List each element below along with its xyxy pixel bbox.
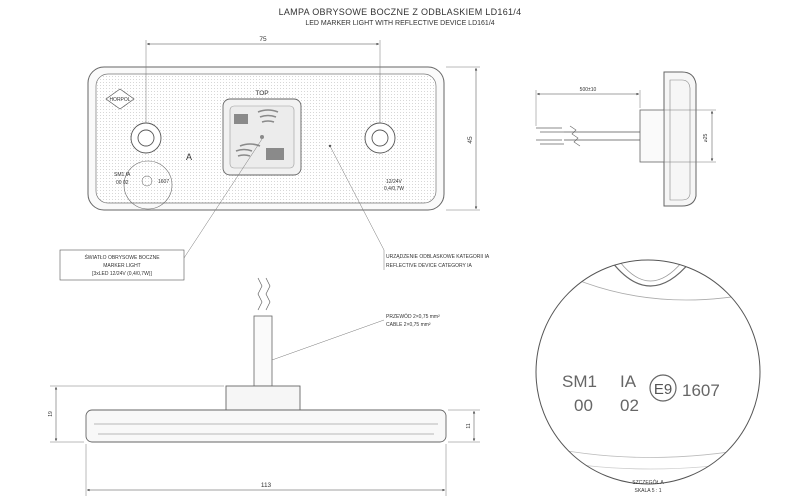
bottom-view: PRZEWÓD 2×0,75 mm² CABLE 2×0,75 mm² 113 …: [48, 277, 480, 496]
mounting-hole-right: [364, 122, 396, 154]
dim-diameter: ⌀25: [703, 133, 709, 142]
front-view: TOP HORPOL A SM1 IA 00 02 1607 12/24V 0,…: [87, 36, 480, 211]
mounting-hole-left: [130, 122, 162, 154]
dim-45: 45: [467, 136, 474, 144]
detail-n1: 00: [574, 396, 593, 415]
top-label: TOP: [255, 90, 268, 97]
marker-callout: ŚWIATŁO OBRYSOWE BOCZNE MARKER LIGHT [3x…: [59, 138, 263, 281]
title-pl: LAMPA OBRYSOWE BOCZNE Z ODBLASKIEM LD161…: [279, 7, 522, 17]
detail-number: 1607: [682, 381, 720, 400]
svg-text:HORPOL: HORPOL: [109, 97, 130, 103]
dim-11: 11: [466, 423, 472, 428]
detail-code: SM1: [562, 372, 597, 391]
reflector-callout-line-1: URZĄDZENIE ODBLASKOWE KATEGORII IA: [386, 254, 490, 260]
dim-19: 19: [48, 411, 54, 417]
e-mark-small: [141, 175, 153, 187]
detail-a-circle: [123, 160, 173, 210]
side-view: 500±10 ⌀25: [535, 71, 716, 207]
marking-left-1: SM1 IA: [114, 172, 131, 178]
horpol-logo: HORPOL: [105, 88, 135, 110]
reflector-callout-line-2: REFLECTIVE DEVICE CATEGORY IA: [386, 263, 473, 269]
marking-left-2: 00 02: [116, 180, 129, 186]
marker-callout-line-2: MARKER LIGHT: [103, 263, 141, 269]
marker-callout-line-1: ŚWIATŁO OBRYSOWE BOCZNE: [84, 253, 160, 261]
detail-category: IA: [620, 372, 637, 391]
marking-right-2: 0,4/0,7W: [384, 186, 404, 192]
detail-approval: E9: [654, 381, 672, 398]
detail-n2: 02: [620, 396, 639, 415]
dim-75: 75: [259, 36, 267, 43]
cable-callout-line-1: PRZEWÓD 2×0,75 mm²: [386, 313, 440, 320]
e-mark-circle: [649, 374, 677, 402]
detail-a-marker: A: [186, 152, 192, 162]
dim-500: 500±10: [580, 87, 597, 93]
reflector-callout: URZĄDZENIE ODBLASKOWE KATEGORII IA REFLE…: [329, 145, 490, 270]
marker-callout-line-3: [3xLED 12/24V (0,4/0,7W)]: [92, 271, 152, 277]
marking-left-3: 1607: [158, 179, 169, 185]
marking-right-1: 12/24V: [386, 179, 403, 185]
title-en: LED MARKER LIGHT WITH REFLECTIVE DEVICE …: [305, 20, 494, 27]
cable: [253, 315, 273, 387]
cable-callout-line-2: CABLE 2×0,75 mm²: [386, 322, 431, 328]
detail-a-outline: [535, 259, 761, 485]
dim-113: 113: [261, 482, 272, 489]
detail-caption-2: SKALA 5 : 1: [635, 488, 662, 494]
detail-caption-1: SZCZEGÓŁ A: [632, 479, 664, 486]
led-glyphs: [234, 109, 284, 160]
detail-a: SM1 IA 00 02 E9 1607 SZCZEGÓŁ A SKALA 5 …: [535, 259, 761, 494]
